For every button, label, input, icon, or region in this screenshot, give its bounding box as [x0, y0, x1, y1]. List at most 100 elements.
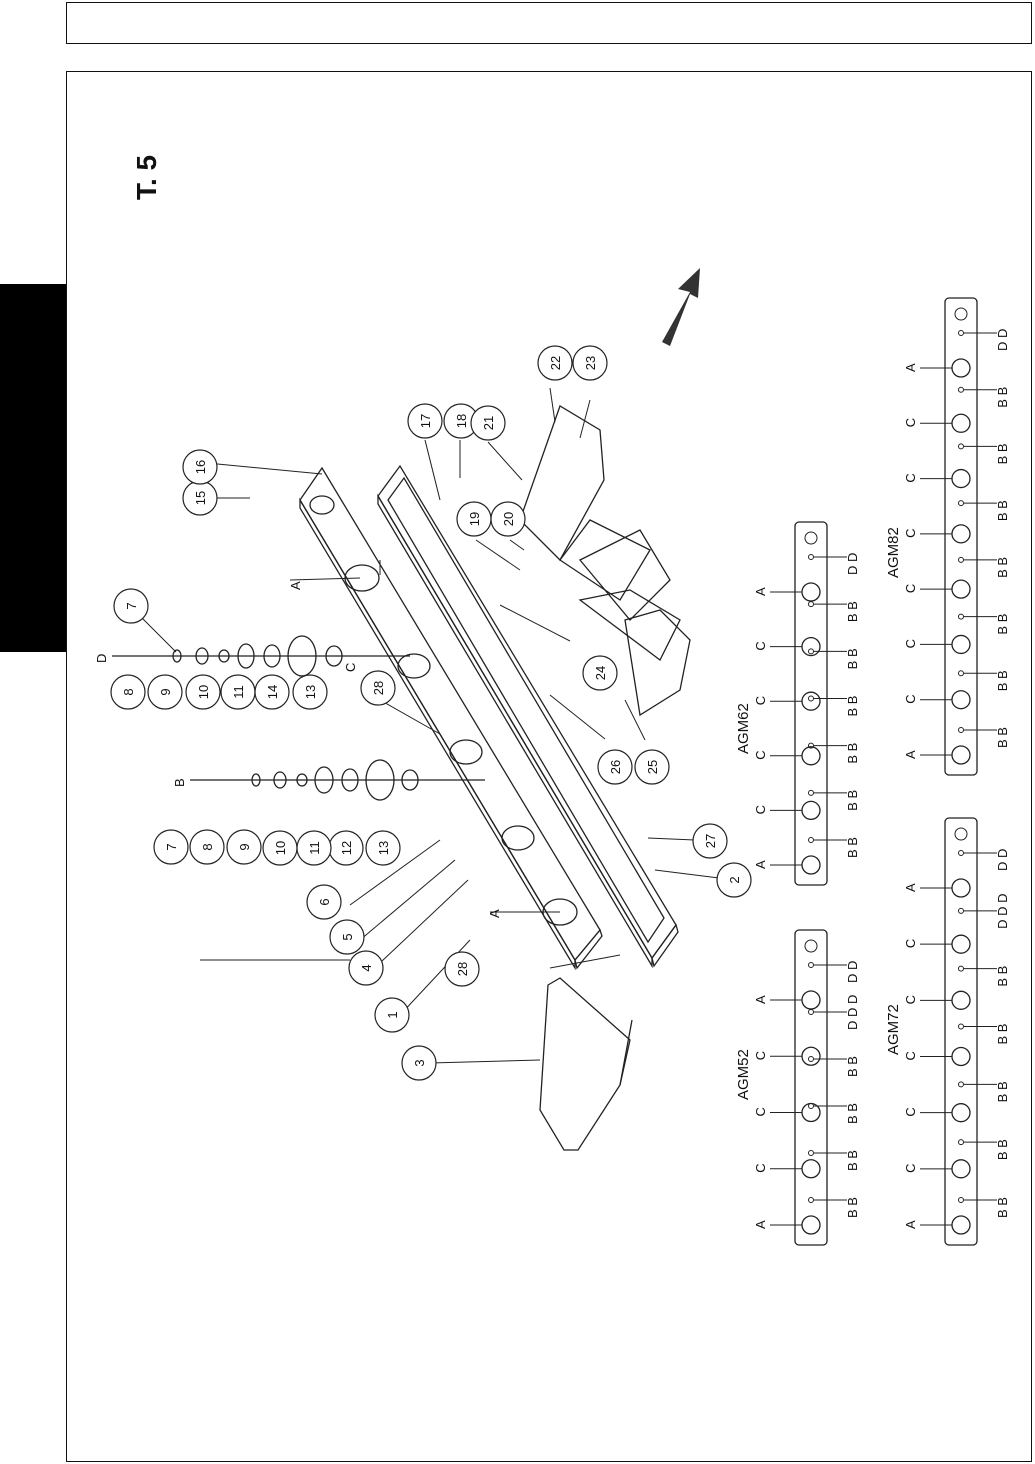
spindle-letter: A [903, 750, 918, 759]
spindle-letter: C [903, 473, 918, 482]
side-label: B B [995, 670, 1010, 691]
part-callout-number: 22 [548, 356, 563, 370]
part-callout: 18 [443, 403, 479, 439]
side-label: B B [845, 601, 860, 622]
plate-title: T. 5 [131, 155, 162, 200]
bearing-stack-b [190, 759, 485, 801]
part-callout: 23 [572, 345, 608, 381]
part-callout-number: 13 [303, 685, 318, 699]
side-label: B B [995, 1081, 1010, 1102]
part-callout: 4 [348, 950, 384, 986]
spindle-letter: A [753, 587, 768, 596]
part-callout-number: 10 [273, 841, 288, 855]
part-callout: 28 [444, 951, 480, 987]
part-callout-number: 7 [124, 602, 139, 609]
side-label: B B [995, 1024, 1010, 1045]
part-callout-number: 27 [703, 834, 718, 848]
side-label: B B [995, 557, 1010, 578]
spindle-letter: C [903, 639, 918, 648]
side-label: B B [845, 696, 860, 717]
side-label: D D [845, 961, 860, 983]
part-callout-number: 19 [467, 512, 482, 526]
spindle-letter: A [753, 995, 768, 1004]
callout-leaders [129, 387, 736, 1064]
part-callout-number: 21 [481, 416, 496, 430]
side-label: B B [845, 1150, 860, 1171]
spindle-letter: C [753, 1051, 768, 1060]
part-callout-number: 3 [412, 1059, 427, 1066]
part-callout-number: 17 [418, 414, 433, 428]
side-label: B B [845, 1056, 860, 1077]
part-callout: 9 [226, 829, 262, 865]
part-callout-number: 8 [200, 843, 215, 850]
part-callout-number: 11 [231, 685, 246, 699]
header-frame [66, 2, 1032, 44]
gearbox-top-plate [299, 466, 603, 971]
part-callout-number: 23 [583, 356, 598, 370]
part-callout: 8 [189, 829, 225, 865]
letter-callout-d: D [94, 654, 109, 663]
part-callout-number: 24 [593, 666, 608, 680]
part-callout-number: 25 [645, 760, 660, 774]
part-callout-number: 2 [727, 876, 742, 883]
side-label: B B [845, 1197, 860, 1218]
part-callout-number: 12 [339, 841, 354, 855]
spindle-letter: A [903, 363, 918, 372]
model-name: AGM62 [735, 703, 752, 754]
side-label: B B [995, 387, 1010, 408]
spindle-letter: C [903, 939, 918, 948]
side-label: B B [995, 727, 1010, 748]
part-callout-number: 9 [237, 843, 252, 850]
spindle-letter: C [903, 1051, 918, 1060]
spindle-letter: C [903, 995, 918, 1004]
part-callout: 28 [360, 670, 396, 706]
part-callout: 16 [182, 449, 218, 485]
part-callout: 11 [220, 674, 256, 710]
part-callout-number: 8 [121, 688, 136, 695]
part-callout-number: 28 [455, 962, 470, 976]
model-name: AGM52 [735, 1049, 752, 1100]
part-callout: 19 [456, 501, 492, 537]
model-name: AGM72 [885, 1004, 902, 1055]
section-tab [0, 284, 66, 652]
part-callout-number: 7 [164, 843, 179, 850]
part-callout: 22 [537, 345, 573, 381]
part-callout: 17 [407, 403, 443, 439]
part-callout: 24 [582, 655, 618, 691]
spindle-letter: C [903, 528, 918, 537]
part-callout: 10 [262, 830, 298, 866]
spindle-letter: C [753, 641, 768, 650]
part-callout: 2 [716, 862, 752, 898]
part-callout-number: 6 [317, 898, 332, 905]
direction-arrow-icon [662, 268, 700, 346]
side-label: B B [995, 966, 1010, 987]
side-label: B B [845, 743, 860, 764]
side-label: B B [845, 1103, 860, 1124]
part-callout: 27 [692, 823, 728, 859]
part-callout-number: 9 [158, 688, 173, 695]
part-callout-number: 11 [307, 841, 322, 855]
part-callout: 3 [401, 1045, 437, 1081]
letter-callout-b: B [172, 778, 187, 787]
part-callout: 5 [329, 919, 365, 955]
part-callout-number: 26 [608, 760, 623, 774]
part-callout: 6 [306, 884, 342, 920]
diagram-frame [66, 71, 1032, 1462]
side-label: D D D [845, 995, 860, 1030]
spindle-letter: A [753, 1220, 768, 1229]
spindle-letter: C [903, 418, 918, 427]
part-callout-number: 4 [359, 964, 374, 971]
part-callout: 8 [110, 674, 146, 710]
part-callout-number: 13 [376, 841, 391, 855]
letter-callout-c: C [343, 663, 358, 672]
spindle-letter: A [903, 883, 918, 892]
part-callout: 15 [182, 480, 218, 516]
hitch-frame [519, 405, 691, 717]
part-callout: 26 [597, 749, 633, 785]
spindle-letter: C [753, 750, 768, 759]
